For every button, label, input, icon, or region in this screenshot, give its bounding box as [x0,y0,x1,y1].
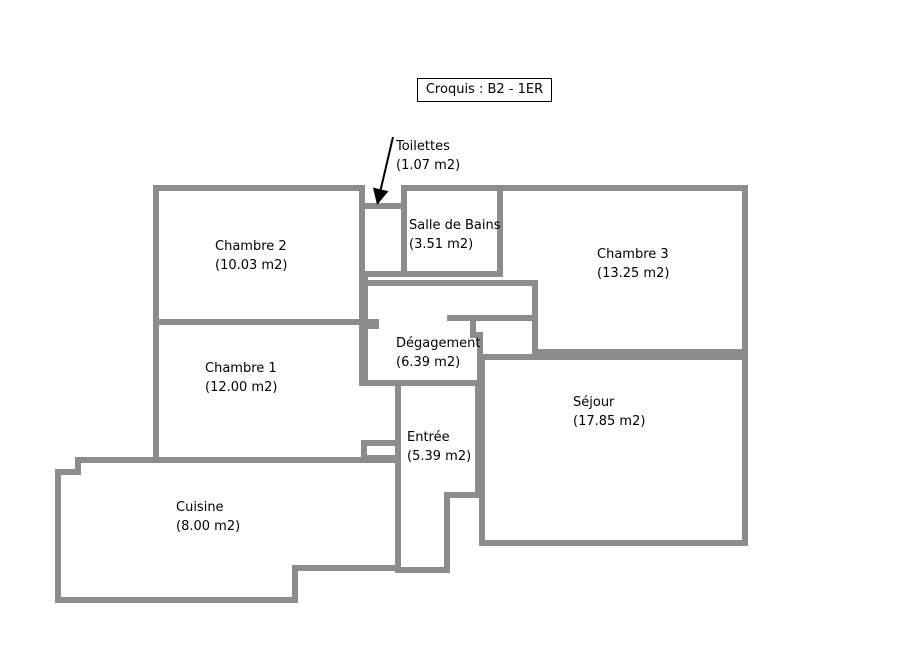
room-area: (13.25 m2) [597,266,670,281]
room-area: (5.39 m2) [407,449,472,464]
room-label-toilettes: Toilettes (1.07 m2) [396,137,460,175]
wall-chambre-3 [497,185,748,355]
room-name: Salle de Bains [409,218,501,233]
room-area: (17.85 m2) [573,414,646,429]
room-area: (3.51 m2) [409,237,474,252]
room-label-chambre-1: Chambre 1 (12.00 m2) [205,359,277,397]
room-area: (8.00 m2) [176,519,241,534]
room-label-sejour: Séjour (17.85 m2) [573,393,645,431]
toilettes-arrow [372,136,394,205]
wall-chambre-1-nub [359,319,379,329]
wall-salle-de-bains [401,185,503,277]
room-label-cuisine: Cuisine (8.00 m2) [176,498,240,536]
plan-title: Croquis : B2 - 1ER [417,78,552,102]
room-area: (1.07 m2) [396,158,461,173]
room-label-degagement: Dégagement (6.39 m2) [396,334,480,372]
wall-entree [395,382,481,573]
wall-sejour [479,354,748,546]
room-name: Entrée [407,430,450,445]
room-name: Dégagement [396,336,481,351]
wall-cuisine [55,457,401,603]
room-label-entree: Entrée (5.39 m2) [407,428,471,466]
room-label-chambre-3: Chambre 3 (13.25 m2) [597,245,669,283]
room-name: Toilettes [396,139,450,154]
room-label-salle-de-bains: Salle de Bains (3.51 m2) [409,216,500,254]
room-name: Séjour [573,395,615,410]
room-area: (12.00 m2) [205,380,278,395]
room-area: (6.39 m2) [396,355,461,370]
room-name: Cuisine [176,500,224,515]
wall-chambre-2 [153,185,365,325]
room-label-chambre-2: Chambre 2 (10.03 m2) [215,237,287,275]
room-area: (10.03 m2) [215,258,288,273]
room-name: Chambre 2 [215,239,287,254]
wall-closet [361,440,401,461]
room-name: Chambre 3 [597,247,669,262]
room-name: Chambre 1 [205,361,277,376]
